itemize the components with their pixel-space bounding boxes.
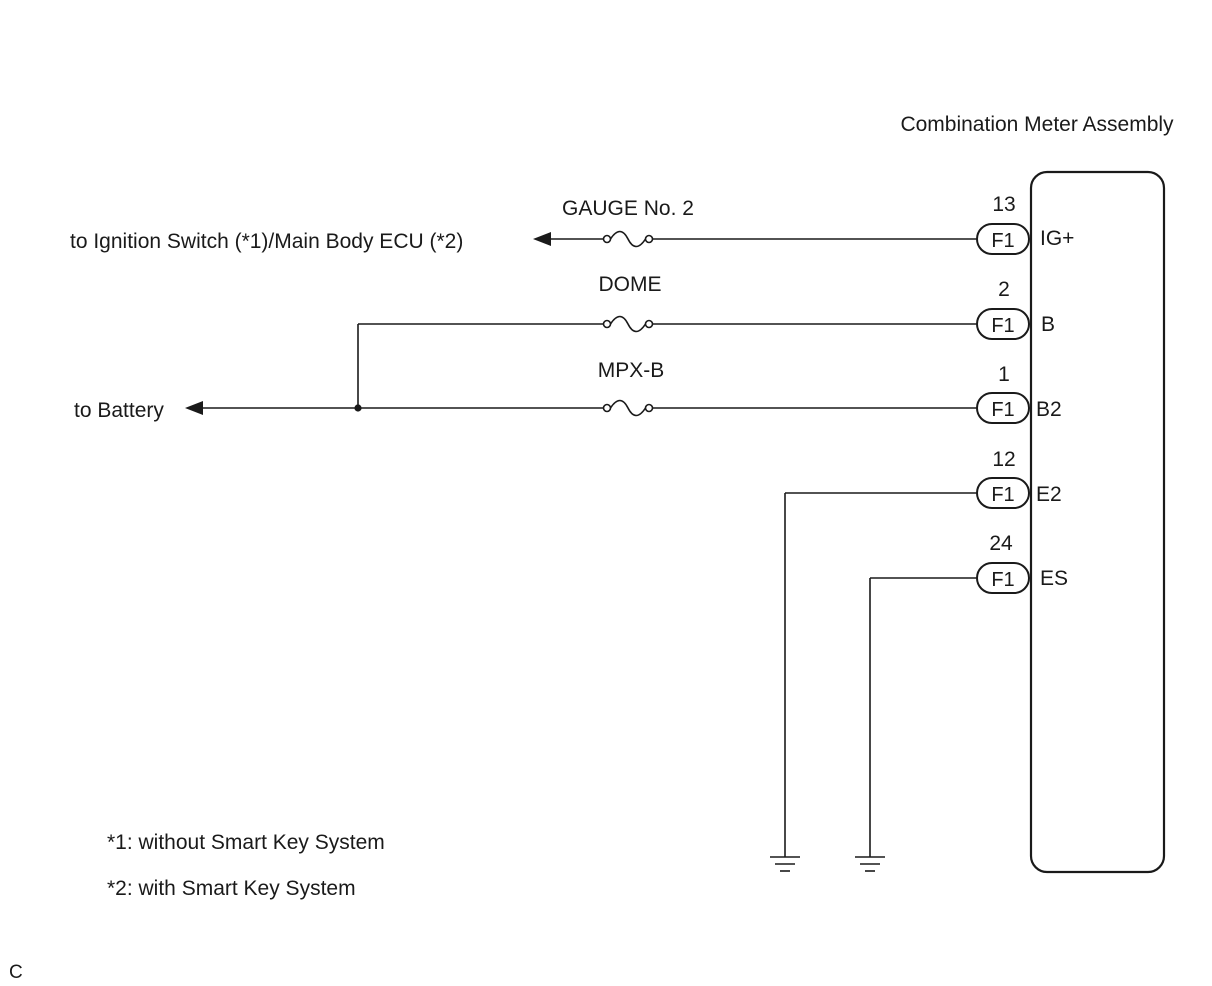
connector-pin-24 — [976, 562, 1030, 594]
terminal-label-ig: IG+ — [1040, 227, 1074, 250]
module-frame — [1029, 170, 1166, 874]
note-2: *2: with Smart Key System — [107, 877, 356, 900]
note-1: *1: without Smart Key System — [107, 831, 385, 854]
fuse-label-dome: DOME — [599, 273, 662, 296]
fuse-gauge-icon — [602, 230, 654, 248]
connector-pin-12 — [976, 477, 1030, 509]
connector-label-2: F1 — [991, 315, 1014, 337]
arrow-ignition — [533, 232, 551, 246]
connector-label-24: F1 — [991, 569, 1014, 591]
fuse-mpxb-icon — [602, 399, 654, 417]
terminal-label-es: ES — [1040, 567, 1068, 590]
connector-label-12: F1 — [991, 484, 1014, 506]
terminal-label-e2: E2 — [1036, 483, 1062, 506]
connector-pin-2 — [976, 308, 1030, 340]
terminal-label-b2: B2 — [1036, 398, 1062, 421]
corner-code: C — [9, 962, 23, 983]
connector-label-1: F1 — [991, 399, 1014, 421]
pin-number-12: 12 — [992, 448, 1015, 471]
arrow-battery — [185, 401, 203, 415]
destination-battery: to Battery — [74, 399, 164, 422]
connector-pin-1 — [976, 392, 1030, 424]
pin-number-13: 13 — [992, 193, 1015, 216]
fuse-label-gauge: GAUGE No. 2 — [562, 197, 694, 220]
junction-dot — [354, 404, 362, 412]
pin-number-24: 24 — [989, 532, 1013, 555]
fuse-label-mpxb: MPX-B — [598, 359, 665, 382]
module-title: Combination Meter Assembly — [900, 113, 1174, 136]
ground-e2-icon — [770, 856, 800, 872]
connector-label-13: F1 — [991, 230, 1014, 252]
destination-ignition: to Ignition Switch (*1)/Main Body ECU (*… — [70, 230, 463, 253]
terminal-label-b: B — [1041, 313, 1055, 336]
pin-number-1: 1 — [998, 363, 1010, 386]
ground-es-icon — [855, 856, 885, 872]
pin-number-2: 2 — [998, 278, 1010, 301]
connector-pin-13 — [976, 223, 1030, 255]
fuse-dome-icon — [602, 315, 654, 333]
